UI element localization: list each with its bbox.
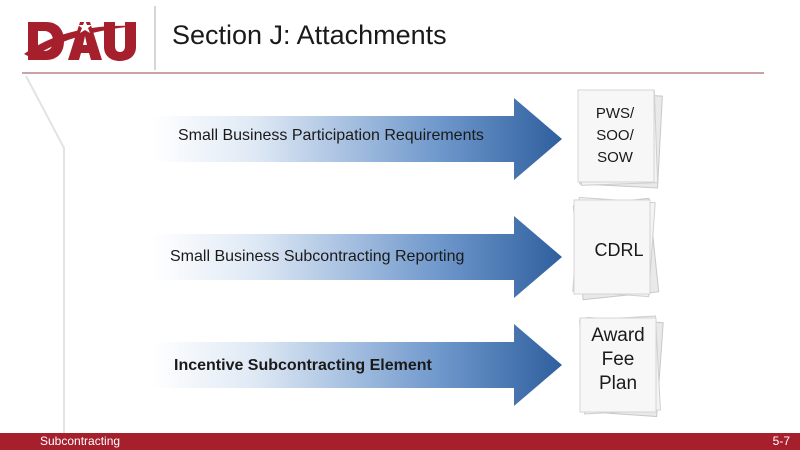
document-label-award-fee: Award Fee Plan	[584, 324, 652, 396]
footer-bar: Subcontracting 5-7	[0, 433, 800, 450]
doc-line: SOW	[597, 149, 633, 166]
document-label-cdrl: CDRL	[586, 240, 652, 261]
doc-line: Plan	[598, 373, 638, 394]
arrow-label-incentive: Incentive Subcontracting Element	[174, 357, 432, 374]
document-label-pws: PWS/ SOO/ SOW	[586, 103, 644, 169]
page-title: Section J: Attachments	[172, 20, 447, 50]
footer-section-name: Subcontracting	[40, 434, 121, 448]
doc-line: SOO/	[596, 127, 634, 144]
arrow-label-participation: Small Business Participation Requirement…	[178, 127, 484, 144]
page-number: 5-7	[772, 434, 790, 448]
document-stack-3	[579, 315, 664, 418]
arrow-3	[152, 324, 562, 406]
header-divider	[154, 6, 156, 70]
doc-line: PWS/	[595, 105, 635, 122]
document-stack-1	[577, 89, 663, 189]
arrow-2	[152, 216, 562, 298]
header-rule	[22, 72, 764, 74]
document-stack-2	[572, 196, 660, 301]
arrow-1	[152, 98, 562, 180]
arrow-label-reporting: Small Business Subcontracting Reporting	[170, 248, 465, 265]
doc-line: Award	[591, 325, 645, 346]
dau-logo	[24, 20, 136, 61]
doc-line: Fee	[601, 349, 635, 370]
doc-line: CDRL	[594, 240, 644, 260]
